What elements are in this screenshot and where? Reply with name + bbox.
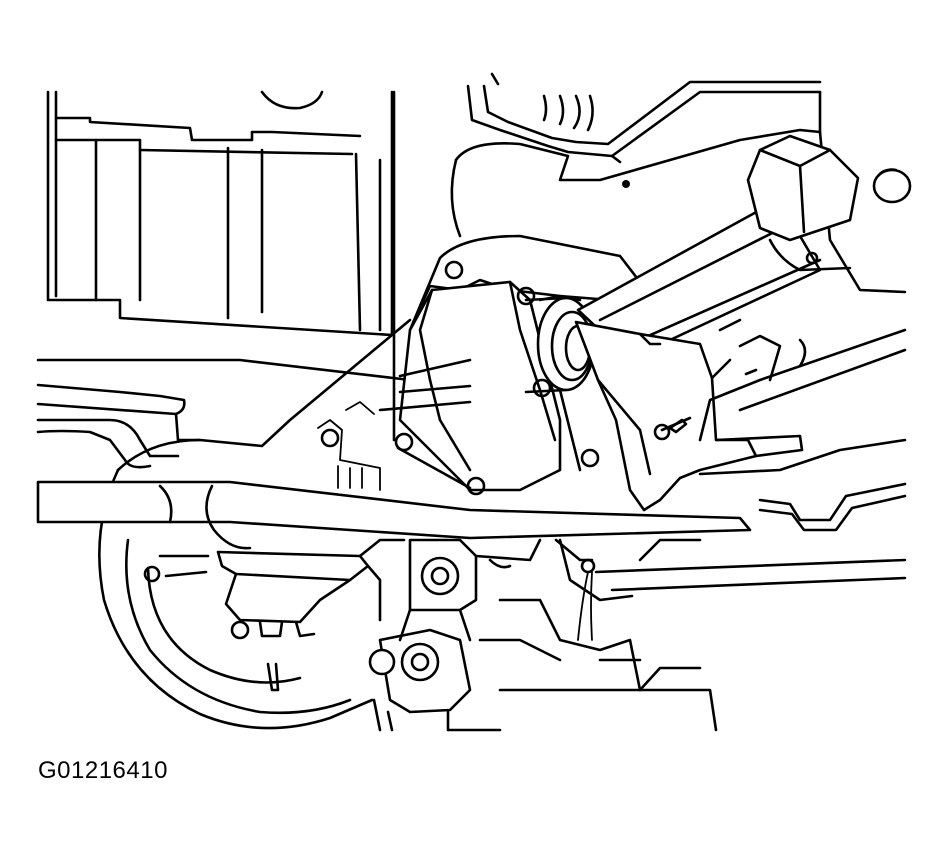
rail-lower-right <box>594 538 907 592</box>
crossmember-left <box>36 318 412 469</box>
spring-seat <box>158 538 406 638</box>
mount-bracket <box>574 320 804 512</box>
stabilizer-rod <box>36 480 752 550</box>
inner-structure <box>317 401 472 491</box>
upper-left-housing <box>46 90 396 442</box>
lower-link-assembly <box>368 538 718 732</box>
brake-lines <box>466 72 822 164</box>
sensor-connector <box>746 134 860 272</box>
differential-housing <box>378 234 642 496</box>
figure-code: G01216410 <box>38 757 168 784</box>
rail-right <box>698 318 907 532</box>
wheel-rotor <box>98 438 374 730</box>
